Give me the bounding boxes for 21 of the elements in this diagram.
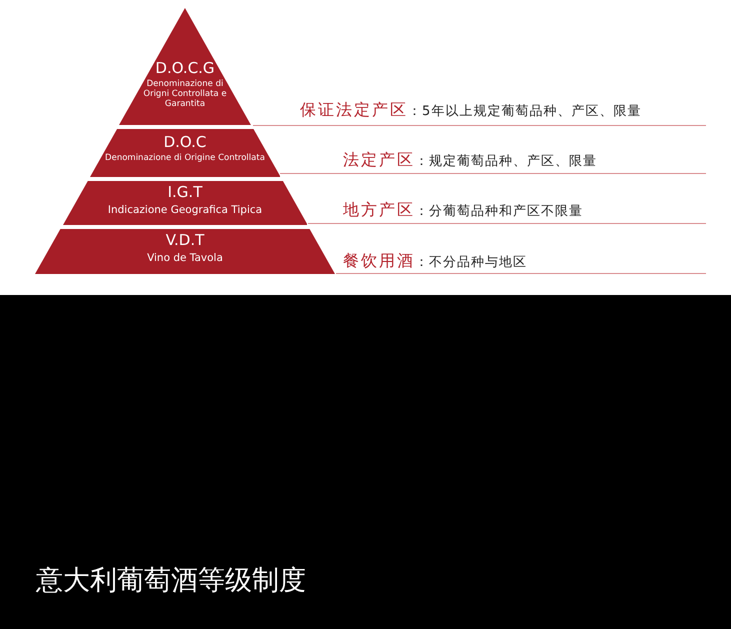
tier-code: D.O.C xyxy=(162,134,208,152)
pyramid-tier xyxy=(119,8,251,125)
pyramid-tier xyxy=(35,229,335,274)
tier-name: Vino de Tavola xyxy=(146,252,224,264)
rule-description: ：分葡萄品种和产区不限量 xyxy=(415,203,583,220)
tier-name: Indicazione Geografica Tipica xyxy=(106,204,264,216)
zone-label: 餐饮用酒 xyxy=(343,251,415,272)
tier-name: Denominazione di Origni Controllata e Garantita xyxy=(142,80,228,110)
rule-description: ：规定葡萄品种、产区、限量 xyxy=(415,153,597,170)
tier-code: V.D.T xyxy=(164,232,206,250)
rule-description: ：5年以上规定葡萄品种、产区、限量 xyxy=(408,103,642,120)
tier-code: D.O.C.G xyxy=(154,60,216,78)
pyramid-tier xyxy=(90,129,280,177)
caption: 意大利葡萄酒等级制度 xyxy=(36,564,306,598)
zone-label: 法定产区 xyxy=(343,150,415,171)
tier-code: I.G.T xyxy=(166,184,204,202)
tier-name: Denominazione di Origine Controllata xyxy=(104,154,266,164)
rule-description: ：不分品种与地区 xyxy=(415,254,527,271)
pyramid-tier xyxy=(62,181,308,225)
zone-label: 保证法定产区 xyxy=(300,100,408,121)
zone-label: 地方产区 xyxy=(343,200,415,221)
